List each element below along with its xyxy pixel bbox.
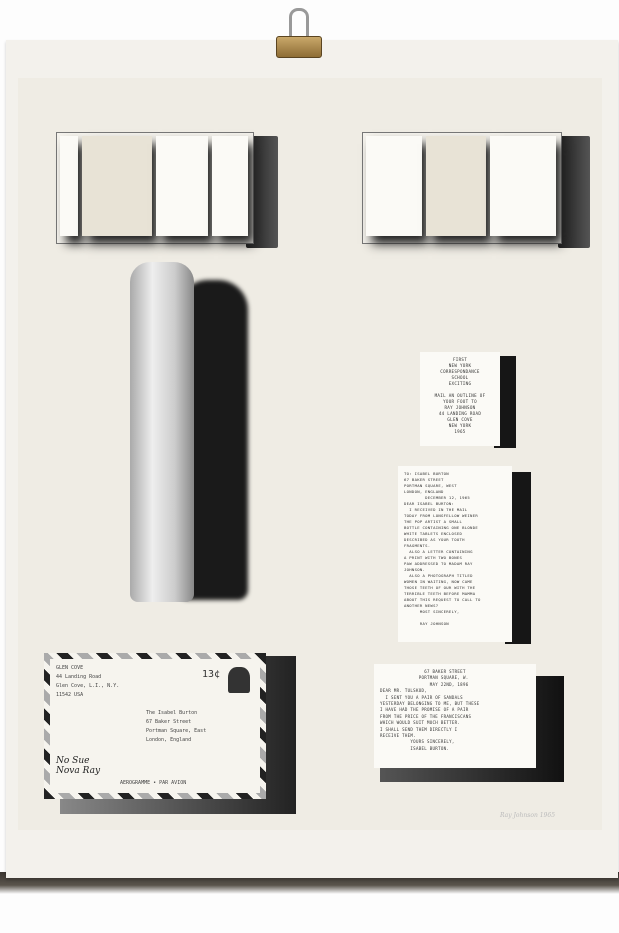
stamp-portrait xyxy=(228,667,250,693)
letter-burton: 67 BAKER STREET PORTMAN SQUARE, W. MAY 2… xyxy=(374,664,536,768)
rolled-object xyxy=(130,262,194,602)
address-line: 67 Baker Street xyxy=(146,719,192,725)
address-line: Portman Square, East xyxy=(146,728,207,734)
letter-johnson: TO: ISABEL BURTON 67 BAKER STREET PORTMA… xyxy=(398,466,512,642)
handwritten-note: No Sue Nova Ray xyxy=(56,756,101,776)
address-line: The Isabel Burton xyxy=(146,710,198,716)
sender-line: 11542 USA xyxy=(56,692,84,698)
airmail-envelope: GLEN COVE 44 Landing Road Glen Cove, L.I… xyxy=(44,653,266,799)
sender-line: GLEN COVE xyxy=(56,665,84,671)
correspondence-card: FIRST NEW YORK CORRESPONDANCE SCHOOL EXC… xyxy=(420,352,500,446)
drawer-box-right xyxy=(362,132,592,248)
sender-line: Glen Cove, L.I., N.Y. xyxy=(56,683,120,689)
address-line: London, England xyxy=(146,737,192,743)
artist-signature: Ray Johnson 1965 xyxy=(500,812,556,819)
sender-line: 44 Landing Road xyxy=(56,674,102,680)
stamp-value: 13¢ xyxy=(201,669,220,680)
binder-clip xyxy=(276,8,322,58)
drawer-box-left xyxy=(56,132,278,248)
envelope-footer: AEROGRAMME • PAR AVION xyxy=(120,780,187,786)
